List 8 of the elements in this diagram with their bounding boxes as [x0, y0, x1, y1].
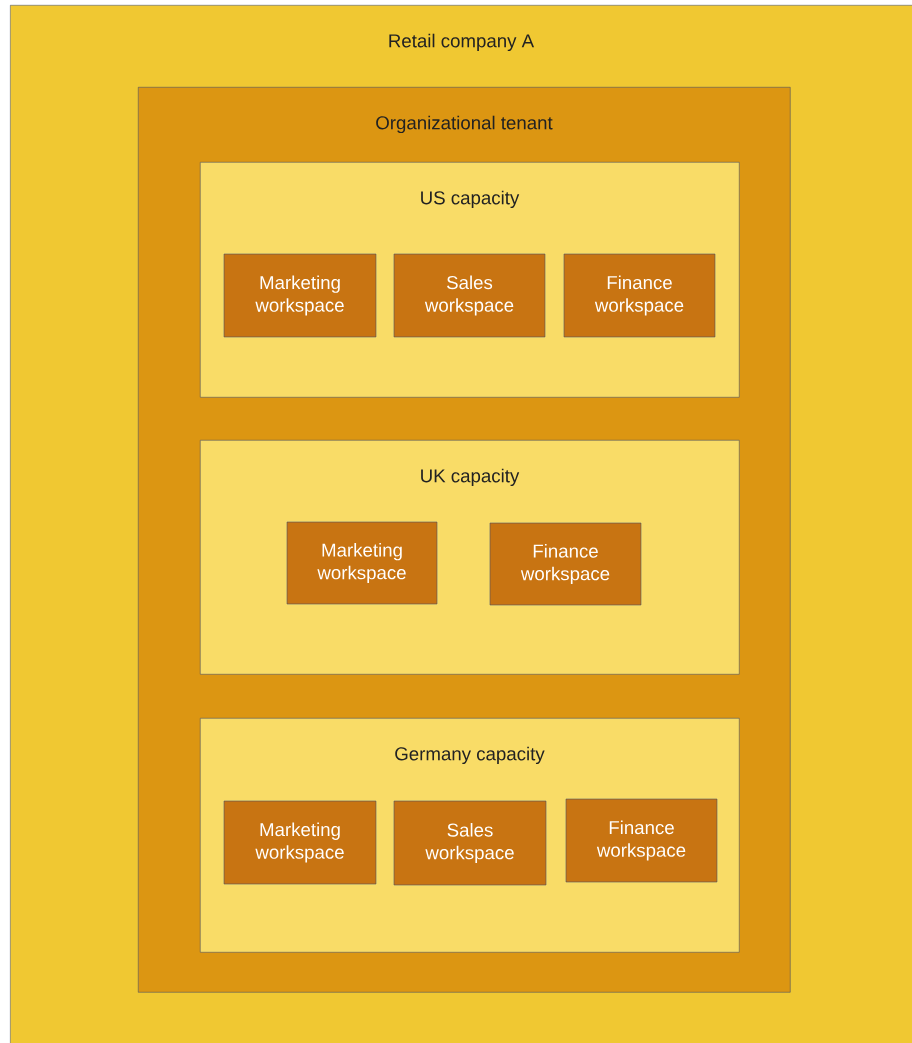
workspace-box: Marketing workspace	[223, 253, 377, 338]
workspace-box: Finance workspace	[565, 798, 718, 883]
workspace-box: Marketing workspace	[286, 521, 438, 605]
workspace-box: Finance workspace	[563, 253, 716, 338]
workspace-box: Marketing workspace	[223, 800, 377, 885]
workspace-box: Sales workspace	[393, 253, 546, 338]
workspace-box: Finance workspace	[489, 522, 642, 606]
workspace-box: Sales workspace	[393, 800, 547, 886]
